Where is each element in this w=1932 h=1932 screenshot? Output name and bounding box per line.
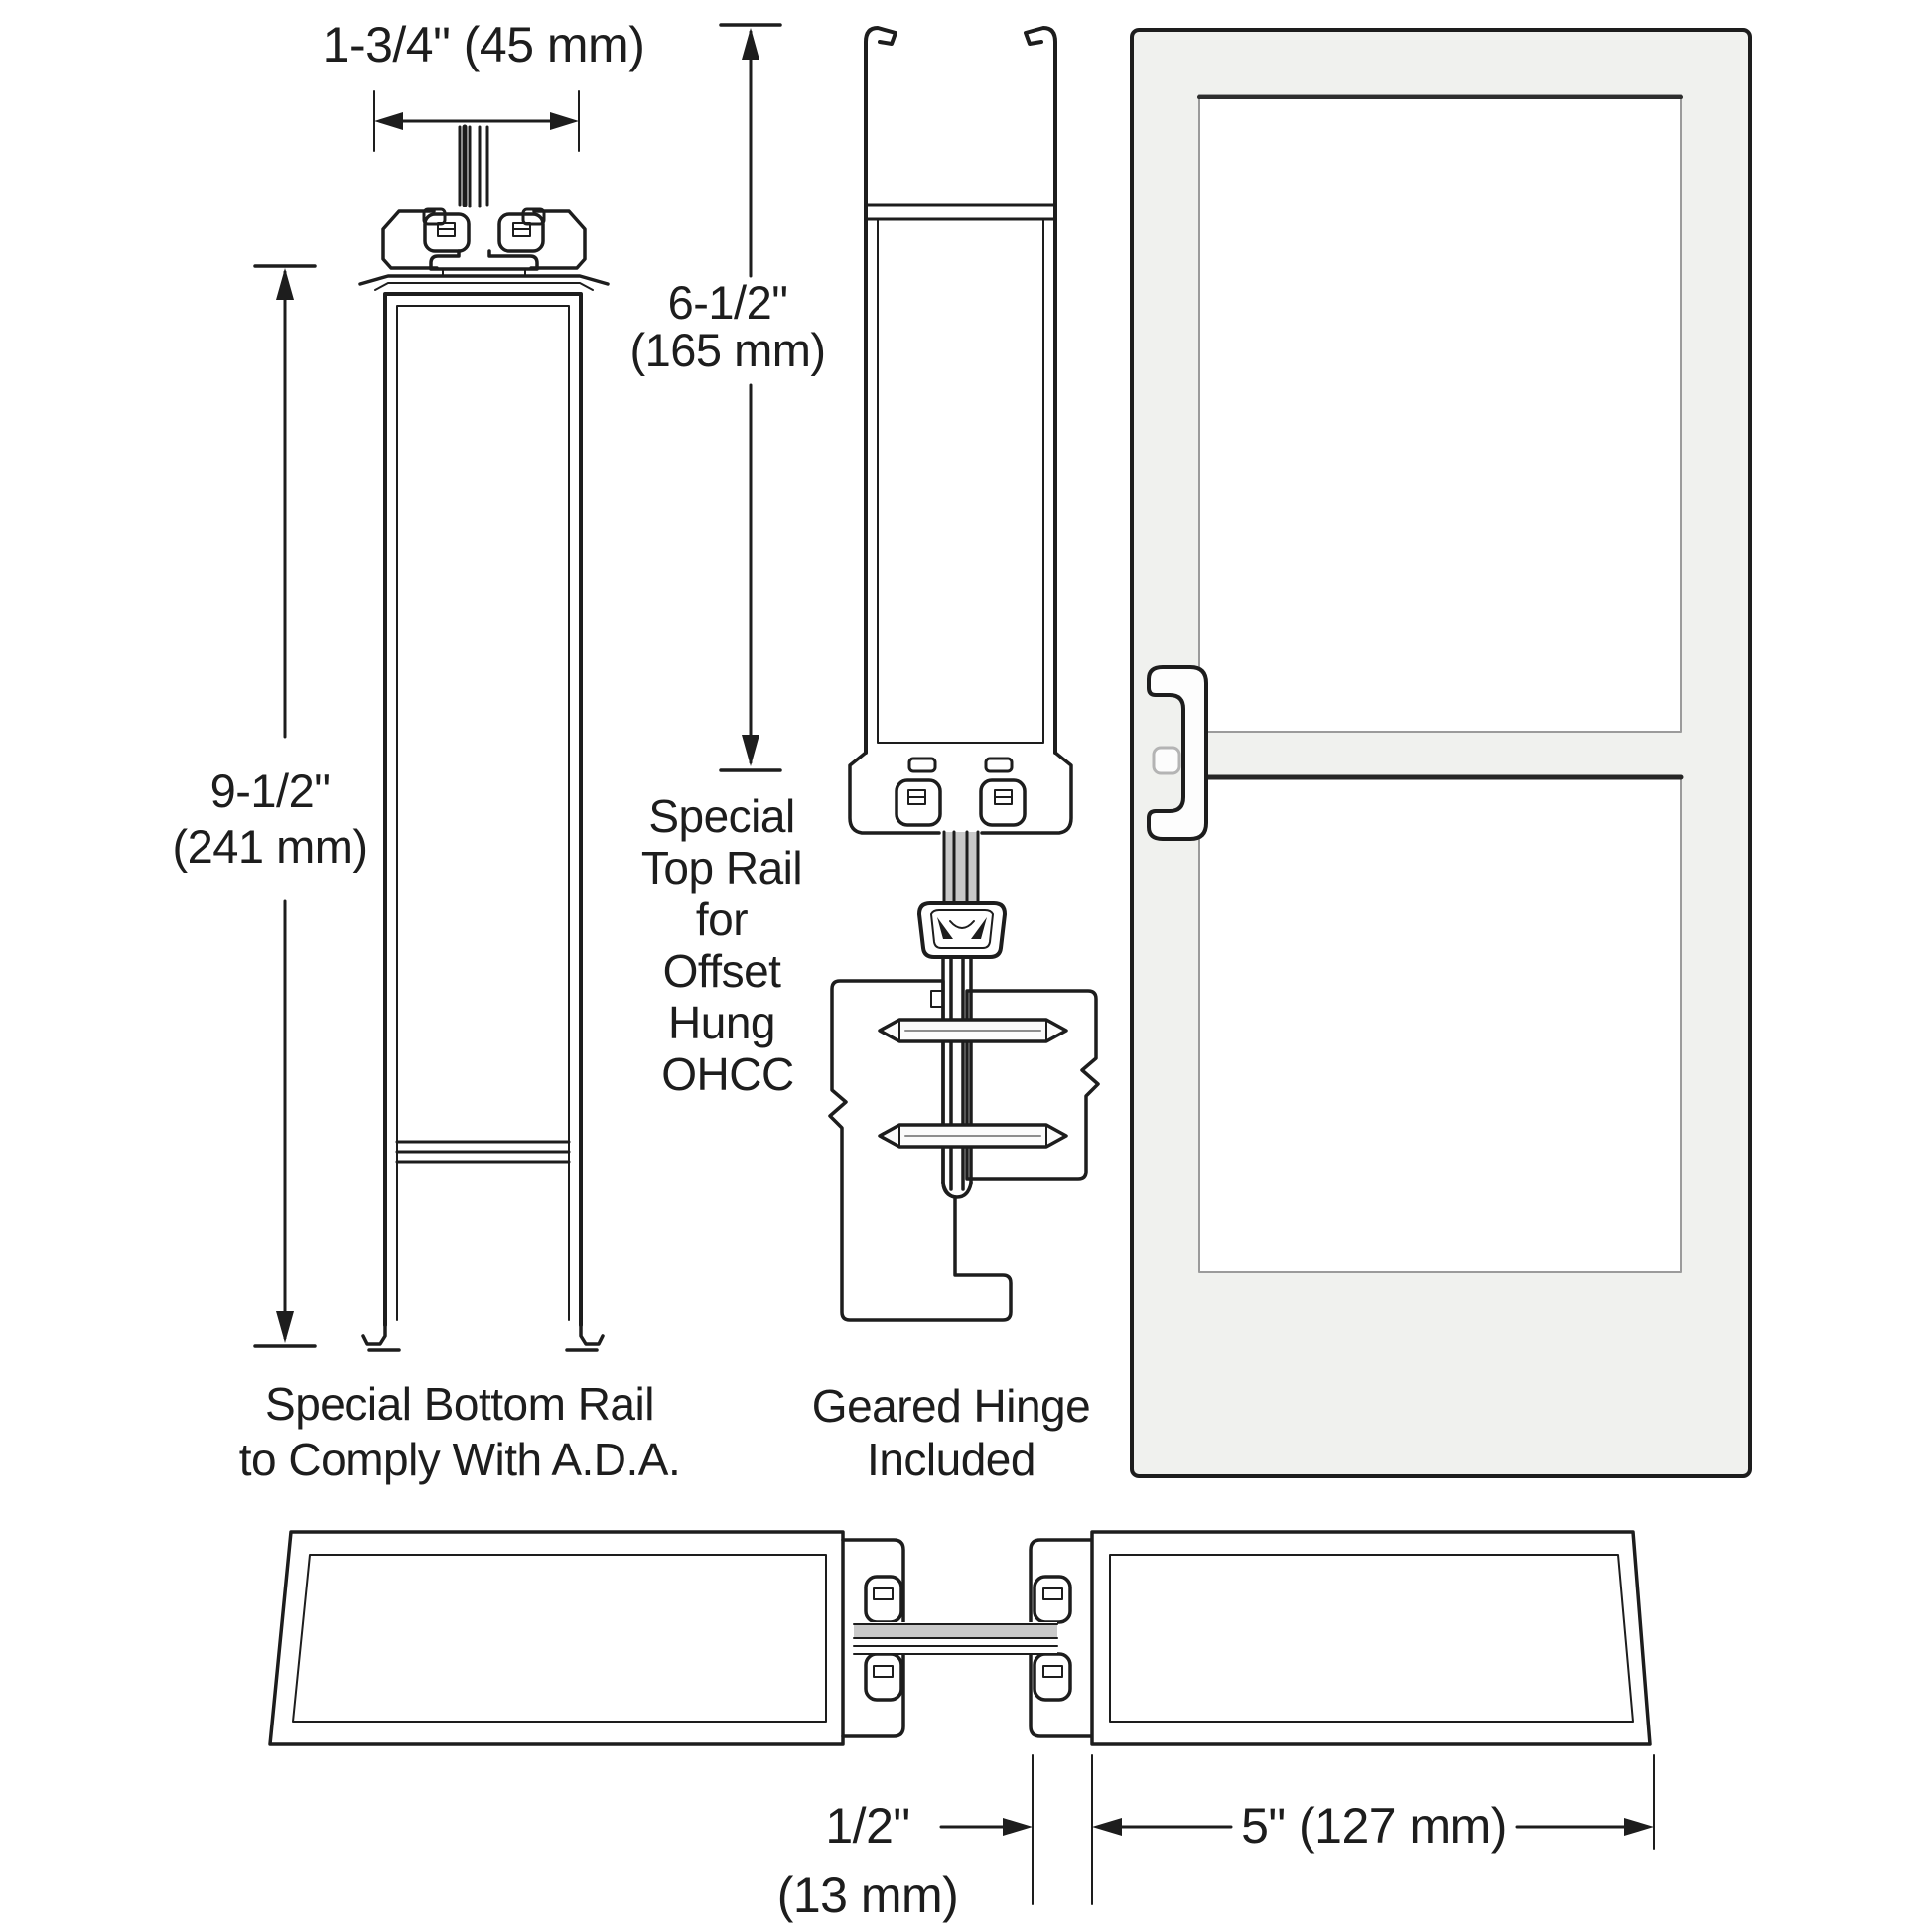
interlock-clamps-right [1033,1575,1072,1702]
dim-rail-height-lines [253,264,317,1348]
dim-stile-width: 5" (127 mm) [1241,1798,1507,1854]
caption-top-rail-line2: Top Rail [640,842,803,894]
glass-spline-left [853,1622,989,1655]
dim-rail-width: 1-3/4" (45 mm) [322,17,645,72]
caption-hinge-line2: Included [867,1434,1035,1485]
glass-clamp-right [497,212,545,253]
glass-spline-down [942,830,980,911]
caption-top-rail-line3: for [695,894,749,945]
dim-rail-width-lines [373,90,580,152]
dim-rail-height-metric: (241 mm) [172,820,368,873]
caption-top-rail-line1: Special [648,790,795,842]
dim-rail-height-value: 9-1/2" [209,764,331,817]
bottom-rail-section-drawing [253,90,610,1352]
door-pull-handle [1147,665,1208,841]
glass-clamp-left [423,212,471,253]
lock-cylinder [1152,746,1181,775]
dim-top-rail-height-value: 6-1/2" [667,276,788,329]
glass-clamp-right [979,778,1027,827]
hinge-bolt-bottom [878,1123,1068,1149]
geared-hinge-drawing [828,901,1100,1322]
door-glass-top [1198,94,1682,733]
hinge-channel [930,955,973,1199]
door-elevation-drawing [1130,28,1752,1478]
caption-top-rail-line5: Hung [668,997,775,1048]
dim-stile-gap-metric: (13 mm) [776,1867,959,1923]
dim-top-rail-height-metric: (165 mm) [629,324,826,376]
top-rail-section-drawing [719,23,1073,911]
hinge-bolt-top [878,1018,1068,1043]
door-glass-bottom [1198,776,1682,1273]
glass-spline-right [987,1622,1058,1655]
glass-spline-up [458,124,489,208]
dim-top-rail-height-lines [719,23,782,772]
glass-clamp-left [895,778,942,827]
dim-stile-lines [939,1754,1655,1905]
caption-bottom-rail-line1: Special Bottom Rail [265,1378,654,1430]
stile-sections-drawing [268,1530,1655,1905]
dim-stile-gap-value: 1/2" [825,1798,910,1854]
rail-feet [361,1318,605,1352]
caption-top-rail-line6: OHCC [661,1048,794,1100]
caption-bottom-rail-line2: to Comply With A.D.A. [238,1434,681,1485]
hinge-cap [917,901,1007,959]
caption-top-rail-line4: Offset [662,945,781,997]
caption-hinge-line1: Geared Hinge [811,1380,1091,1432]
